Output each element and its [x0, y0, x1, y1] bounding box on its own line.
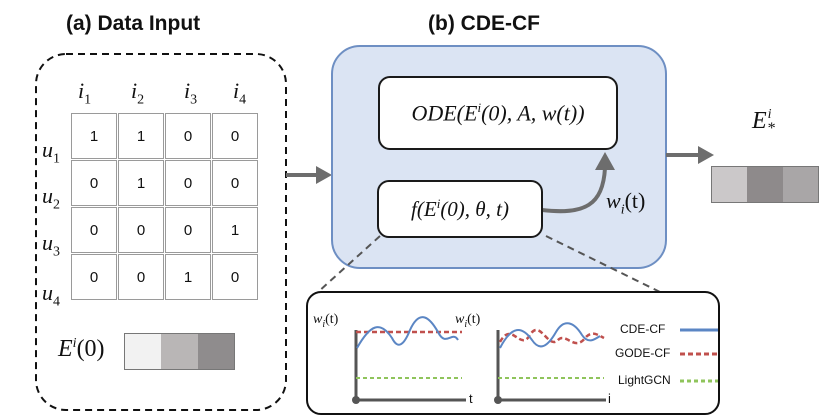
initial-embedding-label: Ei(0): [58, 336, 105, 362]
matrix-cell: 1: [212, 207, 258, 253]
plot2-origin: [494, 396, 502, 404]
matrix-cell: 0: [212, 113, 258, 159]
matrix-cell: 0: [118, 254, 164, 300]
matrix-cell: 1: [71, 113, 117, 159]
row-header-u2: u2: [42, 183, 60, 213]
row-header-u4: u4: [42, 280, 60, 310]
inset-box: [306, 291, 720, 415]
matrix-cell: 0: [212, 160, 258, 206]
embedding-cell: [125, 334, 162, 369]
arrow-a-to-b-head: [316, 166, 332, 184]
row-header-u1: u1: [42, 137, 60, 167]
embedding-cell: [197, 334, 234, 369]
plot2-cdecf-line: [499, 322, 601, 349]
legend-label-lightgcn: LightGCN: [618, 373, 671, 387]
col-header-i3: i3: [184, 78, 198, 108]
plot1-origin: [352, 396, 360, 404]
matrix-cell: 0: [212, 254, 258, 300]
plot1-y-label: wi(t): [313, 312, 339, 330]
matrix-cell: 1: [165, 254, 211, 300]
matrix-cell: 0: [165, 207, 211, 253]
embedding-cell: [782, 167, 818, 202]
data-input-dashed-box: [35, 53, 287, 411]
matrix-cell: 1: [118, 113, 164, 159]
plot1-cdecf-line: [356, 316, 459, 349]
initial-embedding-vector: [124, 333, 235, 370]
matrix-cell: 0: [71, 254, 117, 300]
panel-a-title: (a) Data Input: [66, 12, 201, 35]
matrix-cell: 0: [165, 113, 211, 159]
col-header-i4: i4: [233, 78, 247, 108]
legend-label-godecf: GODE-CF: [615, 346, 671, 360]
plot2-godecf-line: [498, 328, 605, 345]
f-function-box: f(Ei(0), θ, t): [377, 180, 543, 238]
matrix-cell: 0: [71, 160, 117, 206]
zoom-line-left: [317, 235, 381, 293]
weight-label: wi(t): [606, 188, 646, 218]
legend-label-cdecf: CDE-CF: [620, 322, 666, 336]
col-header-i1: i1: [78, 78, 92, 108]
output-embedding-vector: [711, 166, 819, 203]
matrix-cell: 0: [165, 160, 211, 206]
matrix-cell: 0: [118, 207, 164, 253]
arrow-f-to-ode-head: [595, 152, 615, 170]
f-expression: f(Ei(0), θ, t): [411, 196, 509, 221]
ode-solver-box: ODE(Ei(0), A, w(t)): [378, 76, 618, 150]
arrow-b-to-output-head: [698, 146, 714, 164]
col-header-i2: i2: [131, 78, 145, 108]
plot1-x-label: t: [469, 391, 473, 406]
matrix-cell: 1: [118, 160, 164, 206]
arrow-f-to-ode: [541, 167, 607, 214]
matrix-cell: 0: [71, 207, 117, 253]
embedding-cell: [747, 167, 783, 202]
embedding-cell: [712, 167, 748, 202]
plot2-y-label: wi(t): [455, 312, 481, 330]
row-header-u3: u3: [42, 230, 60, 260]
zoom-line-right: [545, 235, 661, 293]
embedding-cell: [161, 334, 198, 369]
ode-expression: ODE(Ei(0), A, w(t)): [411, 99, 585, 126]
panel-b-title: (b) CDE-CF: [428, 12, 540, 35]
plot2-x-label: i: [608, 391, 611, 406]
